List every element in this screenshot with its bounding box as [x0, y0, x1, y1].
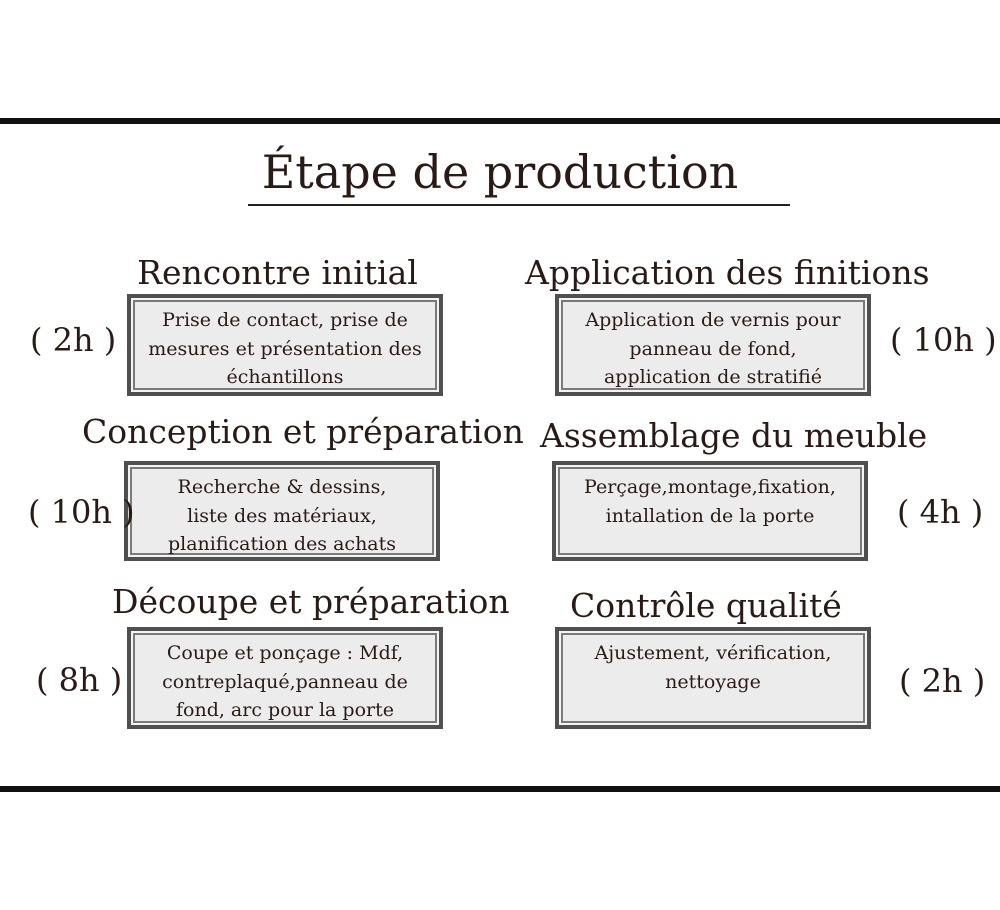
step-line: Recherche & dessins, [177, 476, 387, 498]
step-heading-conception: Conception et préparation [82, 412, 524, 451]
step-hours-finitions: ( 10h ) [890, 321, 997, 359]
step-heading-decoupe: Découpe et préparation [112, 582, 510, 621]
step-box-conception: Recherche & dessins, liste des matériaux… [124, 461, 440, 561]
step-line: nettoyage [665, 670, 761, 693]
step-line: planification des achats [167, 533, 397, 555]
bottom-rule [0, 786, 1000, 792]
top-rule [0, 118, 1000, 124]
step-line: intallation de la porte [605, 504, 815, 527]
step-box-decoupe: Coupe et ponçage : Mdf, contreplaqué,pan… [127, 627, 443, 729]
step-line: liste des matériaux, [187, 504, 377, 527]
step-line: Coupe et ponçage : Mdf, [166, 642, 404, 664]
step-box-finitions: Application de vernis pour panneau de fo… [555, 294, 871, 396]
step-box-text: Recherche & dessins, liste des matériaux… [130, 467, 434, 555]
step-heading-assemblage: Assemblage du meuble [540, 416, 928, 455]
step-line: Ajustement, vérification, [594, 642, 832, 664]
step-line: échantillons [226, 366, 344, 388]
step-heading-finitions: Application des finitions [525, 253, 930, 292]
step-line: Application de vernis pour [585, 309, 841, 331]
step-box-rencontre: Prise de contact, prise de mesures et pr… [127, 294, 443, 396]
step-line: Prise de contact, prise de [162, 309, 408, 331]
step-box-text: Perçage,montage,fixation, intallation de… [558, 467, 862, 555]
page-title: Étape de production [261, 145, 739, 199]
step-line: contreplaqué,panneau de [162, 670, 408, 693]
step-box-assemblage: Perçage,montage,fixation, intallation de… [552, 461, 868, 561]
step-line: panneau de fond, [629, 337, 797, 360]
step-hours-assemblage: ( 4h ) [897, 493, 984, 531]
step-line: application de stratifié [603, 366, 823, 388]
step-line: fond, arc pour la porte [175, 699, 394, 721]
step-box-controle: Ajustement, vérification, nettoyage [555, 627, 871, 729]
step-line: Perçage,montage,fixation, [584, 476, 836, 498]
step-box-text: Ajustement, vérification, nettoyage [561, 633, 865, 723]
step-hours-conception: ( 10h ) [28, 493, 135, 531]
step-line: mesures et présentation des [148, 337, 422, 360]
step-heading-rencontre: Rencontre initial [137, 253, 418, 292]
step-hours-decoupe: ( 8h ) [36, 661, 123, 699]
step-box-text: Prise de contact, prise de mesures et pr… [133, 300, 437, 390]
step-box-text: Application de vernis pour panneau de fo… [561, 300, 865, 390]
title-underline [248, 204, 790, 206]
step-hours-controle: ( 2h ) [899, 662, 986, 700]
step-hours-rencontre: ( 2h ) [30, 321, 117, 359]
step-heading-controle: Contrôle qualité [570, 586, 842, 625]
step-box-text: Coupe et ponçage : Mdf, contreplaqué,pan… [133, 633, 437, 723]
